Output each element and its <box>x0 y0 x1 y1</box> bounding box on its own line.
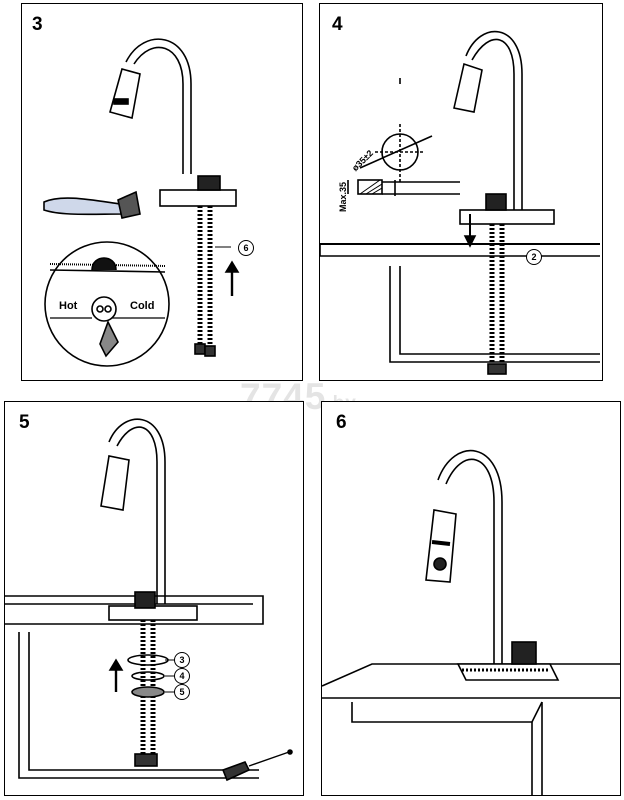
callout-2: 2 <box>526 249 542 265</box>
step-5-illustration <box>5 418 293 782</box>
step-6-illustration <box>322 449 620 795</box>
step-4-illustration <box>320 30 600 375</box>
step-5-panel: 5 <box>4 401 304 796</box>
step-number: 6 <box>336 412 347 433</box>
callout-3: 3 <box>174 652 190 668</box>
callout-4: 4 <box>174 668 190 684</box>
callout-5: 5 <box>174 684 190 700</box>
step-number: 3 <box>32 14 43 35</box>
step-3-illustration <box>43 38 240 367</box>
cold-label: Cold <box>130 300 155 312</box>
step-4-panel: 4 <box>319 3 603 381</box>
callout-6: 6 <box>238 240 254 256</box>
step-number: 4 <box>332 14 343 35</box>
step-3-panel: 3 <box>21 3 303 381</box>
max-thickness-label: Max.35 <box>338 181 348 212</box>
hot-label: Hot <box>59 300 78 312</box>
step-6-panel: 6 <box>321 401 621 796</box>
step-number: 5 <box>19 412 30 433</box>
